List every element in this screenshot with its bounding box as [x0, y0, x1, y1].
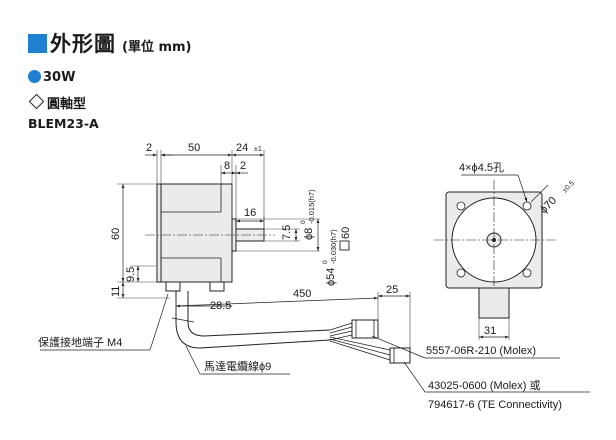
front-cable-lead	[478, 287, 510, 319]
dim-7-5: 7.5	[281, 225, 293, 240]
shaft-type-label: 圓軸型	[47, 97, 87, 112]
dim-sq60: 60	[340, 227, 352, 239]
dim-phi54: ϕ54	[325, 268, 337, 286]
model-name: BLEM23-A	[28, 116, 99, 131]
dim-16: 16	[244, 207, 256, 219]
dim-28-5: 28.5	[210, 300, 231, 312]
dim-phi54-upper: 0	[322, 260, 329, 264]
cable-break	[171, 317, 195, 323]
shaft-type: 圓軸型	[28, 93, 86, 112]
page-title: 外形圖	[50, 32, 116, 56]
dim-phi8-tol: -0.015(h7)	[307, 189, 316, 224]
dim-phi8: ϕ8	[303, 228, 315, 240]
dim-60: 60	[110, 228, 122, 240]
connector-2-label-a: 43025-0600 (Molex) 或	[428, 379, 541, 392]
connector-1	[351, 319, 379, 339]
connector-2-label-b: 794617-6 (TE Connectivity)	[428, 399, 562, 411]
dim-11: 11	[110, 286, 122, 297]
motor-body	[160, 183, 233, 283]
dim-9-5: 9.5	[125, 267, 137, 282]
dim-450: 450	[293, 288, 311, 300]
dim-2: 2	[146, 142, 152, 154]
dim-phi54-tol: -0.030(h7)	[329, 229, 338, 264]
dim-phi54-group: ϕ54 0 -0.030(h7)	[322, 229, 338, 286]
ground-terminal-label: 保護接地端子 M4	[38, 335, 122, 349]
motor-side-view	[145, 183, 411, 364]
cable-outline	[175, 291, 331, 349]
mount-holes	[456, 201, 532, 278]
dimension-labels: 2 50 24 ±1 8 2 16 7.5 ϕ8 0 -0.015(h7) ϕ5…	[110, 142, 398, 312]
holes-label: 4×ϕ4.5孔	[459, 161, 504, 174]
square-symbol-icon	[339, 240, 350, 251]
terminal-box	[209, 281, 225, 292]
motor-front-view: 31 4×ϕ4.5孔 ϕ70 ±0.5	[434, 161, 576, 340]
dim-phi8-group: ϕ8 0 -0.015(h7)	[300, 189, 316, 240]
callouts: 保護接地端子 M4 馬達電纜線ϕ9 5557-06R-210 (Molex) 4…	[38, 293, 590, 411]
connector-1-label: 5557-06R-210 (Molex)	[426, 345, 536, 357]
wire-bundle	[329, 322, 391, 361]
dim-24: 24	[236, 142, 248, 154]
dim-25: 25	[386, 284, 398, 296]
bullet-dot-icon	[28, 70, 41, 83]
dim-50: 50	[188, 142, 200, 154]
dim-31: 31	[484, 325, 496, 337]
dimension-lines	[121, 153, 410, 308]
cable-outline	[187, 291, 331, 337]
power-rating: 30W	[28, 70, 75, 85]
power-label: 30W	[43, 70, 76, 85]
dim-8: 8	[224, 160, 230, 172]
dim-phi8-upper: 0	[300, 220, 307, 224]
dim-phi70-tol: ±0.5	[561, 180, 576, 195]
dim-2b: 2	[240, 160, 246, 172]
ground-terminal	[165, 281, 181, 292]
unit-label: (單位 mm)	[122, 39, 192, 55]
motor-flange	[156, 183, 162, 283]
cable-label: 馬達電纜線ϕ9	[204, 359, 271, 373]
dim-sq60-group: 60	[339, 227, 352, 251]
dim-24-tol: ±1	[254, 146, 262, 153]
header-square-icon	[28, 33, 47, 53]
page-header: 外形圖 (單位 mm)	[28, 28, 192, 58]
